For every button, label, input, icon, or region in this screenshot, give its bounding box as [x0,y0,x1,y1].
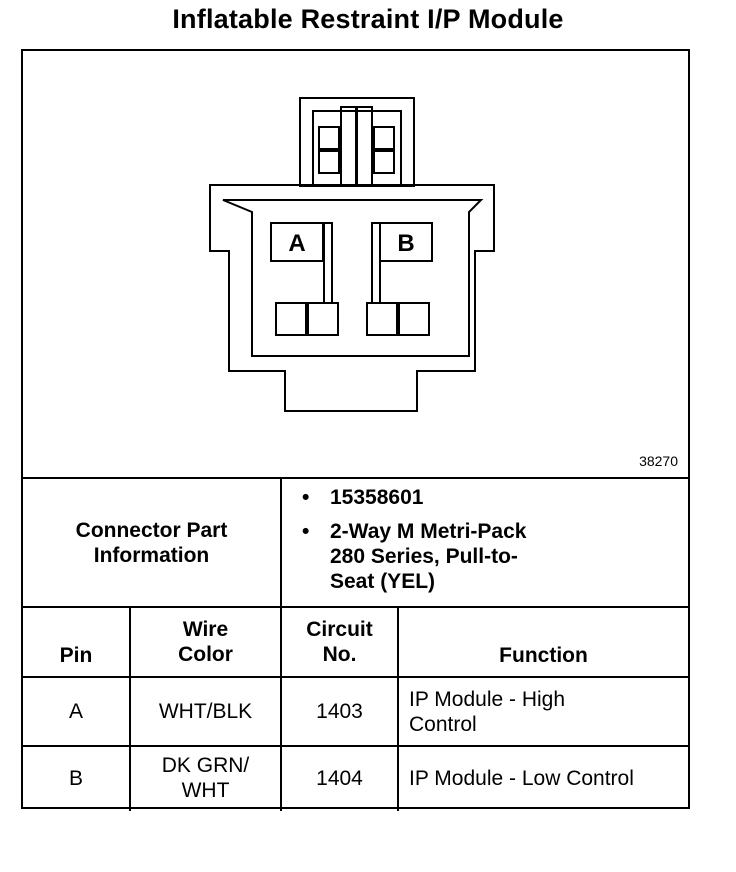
part-number: 15358601 [330,486,424,509]
row-b-function: IP Module - Low Control [409,766,634,790]
header-pin: Pin [59,644,93,667]
row-a-wire-color: WHT/BLK [158,700,253,723]
divider-diagram [23,477,688,479]
page-title: Inflatable Restraint I/P Module [172,4,564,34]
header-function: Function [499,644,588,667]
row-a-circuit: 1403 [316,700,363,723]
connector-face-diagram: A B [209,97,495,412]
header-wire-color: Wire Color [178,618,233,666]
row-b-circuit: 1404 [316,766,363,790]
row-b-wire-color: DK GRN/ WHT [161,754,250,802]
divider-row-a [23,745,688,747]
connector-description: 2-Way M Metri-Pack 280 Series, Pull-to-S… [330,520,527,593]
cavity-label-b: B [397,230,414,257]
connector-part-info-list: • 15358601 • 2-Way M Metri-Pack 280 Seri… [302,485,562,594]
connector-part-info-label: Connector Part Information [75,518,228,567]
figure-reference-number: 38270 [639,453,678,469]
header-circuit-no: Circuit No. [306,618,373,666]
divider-col-circuit [397,606,399,811]
row-a-function: IP Module - High Control [409,687,566,736]
row-b-pin: B [68,766,83,790]
connector-housing-inner [222,199,484,357]
row-a-pin: A [68,700,83,723]
info-item: • 2-Way M Metri-Pack 280 Series, Pull-to… [302,519,562,594]
info-item: • 15358601 [302,485,562,510]
divider-col-pin [129,606,131,811]
connector-frame: A B 38270 Connector Part Information • 1… [21,49,690,811]
divider-col-info [280,477,282,811]
bullet-icon: • [302,486,310,509]
cavity-label-a: A [288,230,305,257]
connector-housing-outer [209,184,495,412]
divider-info [23,606,688,608]
bullet-icon: • [302,520,310,543]
divider-header [23,676,688,678]
